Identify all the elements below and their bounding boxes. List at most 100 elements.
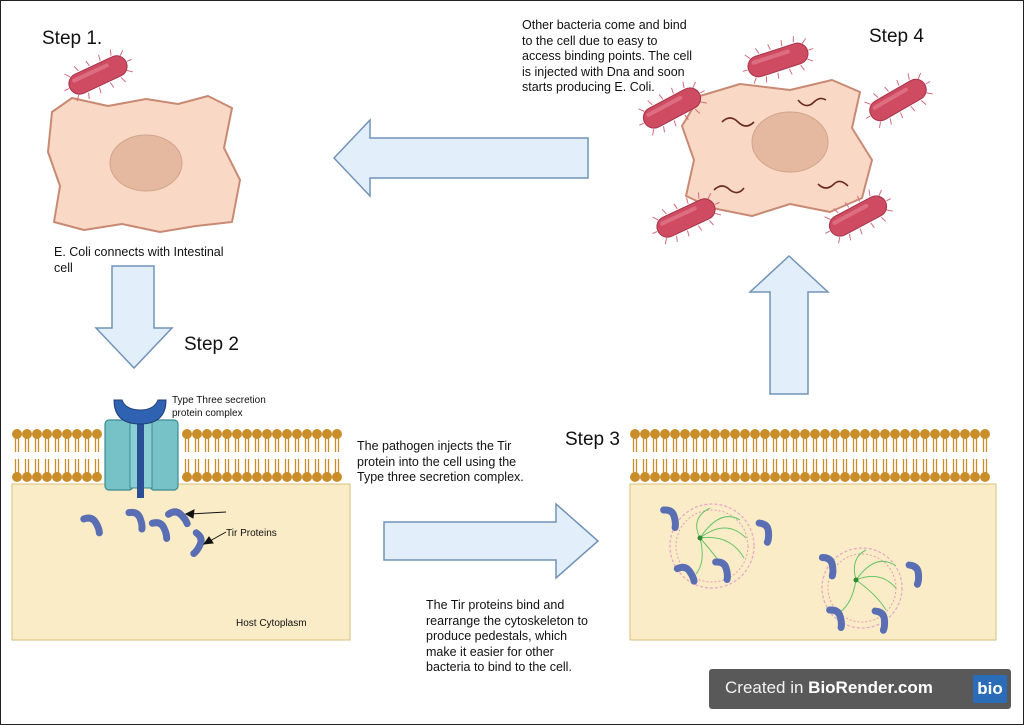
phospholipid	[889, 428, 901, 453]
label-line: protein complex	[172, 408, 243, 419]
phospholipid	[221, 458, 233, 483]
caption-line: protein into the cell using the	[357, 454, 517, 469]
phospholipid	[919, 458, 931, 483]
phospholipid	[71, 458, 83, 483]
caption-line: bacteria to bind to the cell.	[426, 660, 572, 674]
phospholipid	[301, 428, 313, 453]
phospholipid	[749, 428, 761, 453]
phospholipid	[739, 458, 751, 483]
caption-line: cell	[54, 260, 73, 275]
phospholipid	[699, 428, 711, 453]
phospholipid	[669, 458, 681, 483]
phospholipid	[639, 458, 651, 483]
phospholipid	[689, 458, 701, 483]
step2-caption: The pathogen injects the Tir protein int…	[357, 439, 524, 486]
phospholipid	[669, 428, 681, 453]
phospholipid	[959, 428, 971, 453]
phospholipid	[261, 458, 273, 483]
phospholipid	[859, 458, 871, 483]
tir-proteins-label: Tir Proteins	[226, 528, 277, 539]
step2-host-cell	[11, 428, 351, 641]
phospholipid	[81, 458, 93, 483]
arrow-left	[332, 118, 589, 198]
phospholipid	[191, 458, 203, 483]
phospholipid	[321, 428, 333, 453]
phospholipid	[679, 458, 691, 483]
phospholipid	[969, 458, 981, 483]
phospholipid	[301, 458, 313, 483]
phospholipid	[51, 458, 63, 483]
phospholipid	[729, 458, 741, 483]
caption-line: is injected with Dna and soon	[522, 64, 685, 79]
phospholipid	[191, 428, 203, 453]
bio-logo: bio	[973, 675, 1007, 703]
phospholipid	[939, 458, 951, 483]
step1-bacterium	[56, 42, 140, 108]
phospholipid	[679, 428, 691, 453]
phospholipid	[201, 458, 213, 483]
phospholipid	[829, 428, 841, 453]
label-line: Type Three secretion	[172, 395, 266, 406]
secretion-complex-label: Type Three secretion protein complex	[172, 394, 266, 420]
phospholipid	[211, 428, 223, 453]
step4-infected-cell	[681, 79, 873, 217]
phospholipid	[61, 458, 73, 483]
phospholipid	[839, 458, 851, 483]
phospholipid	[291, 458, 303, 483]
biorender-badge: Created in BioRender.com bio	[709, 669, 1011, 709]
phospholipid	[31, 458, 43, 483]
phospholipid	[311, 428, 323, 453]
phospholipid	[789, 458, 801, 483]
pedestal-left	[669, 503, 755, 589]
phospholipid	[929, 458, 941, 483]
phospholipid	[311, 458, 323, 483]
tir-label-pointers	[184, 509, 227, 545]
phospholipid	[649, 428, 661, 453]
phospholipid	[809, 428, 821, 453]
phospholipid	[899, 458, 911, 483]
step3-host-cell	[629, 428, 997, 641]
phospholipid	[899, 428, 911, 453]
phospholipid	[819, 458, 831, 483]
phospholipid	[729, 428, 741, 453]
phospholipid	[879, 458, 891, 483]
phospholipid	[659, 458, 671, 483]
step2-title: Step 2	[184, 334, 239, 355]
phospholipid	[799, 458, 811, 483]
type-three-secretion-complex	[104, 399, 179, 498]
phospholipid	[281, 428, 293, 453]
phospholipid	[241, 428, 253, 453]
phospholipid	[939, 428, 951, 453]
phospholipid	[979, 458, 991, 483]
step4-bacterium-top	[736, 30, 820, 90]
host-cytoplasm-label: Host Cytoplasm	[236, 618, 307, 629]
phospholipid	[11, 428, 23, 453]
phospholipid	[769, 458, 781, 483]
phospholipid	[929, 428, 941, 453]
phospholipid	[889, 458, 901, 483]
phospholipid	[91, 428, 103, 453]
pedestal-right	[821, 547, 903, 629]
step4-bacterium-right	[856, 65, 940, 135]
phospholipid	[331, 428, 343, 453]
caption-line: access binding points. The cell	[522, 49, 693, 63]
brand-text: BioRender.com	[808, 678, 933, 697]
phospholipid	[979, 428, 991, 453]
step4-title: Step 4	[869, 26, 924, 47]
phospholipid	[749, 458, 761, 483]
caption-line: produce pedestals, which	[426, 629, 568, 643]
phospholipid	[271, 458, 283, 483]
phospholipid	[21, 428, 33, 453]
phospholipid	[699, 458, 711, 483]
phospholipid	[719, 428, 731, 453]
phospholipid	[31, 428, 43, 453]
phospholipid	[51, 428, 63, 453]
phospholipid	[629, 428, 641, 453]
phospholipid	[61, 428, 73, 453]
phospholipid	[789, 428, 801, 453]
phospholipid	[291, 428, 303, 453]
phospholipid	[759, 428, 771, 453]
phospholipid	[271, 428, 283, 453]
biorender-credit: Created in BioRender.com	[725, 678, 933, 698]
